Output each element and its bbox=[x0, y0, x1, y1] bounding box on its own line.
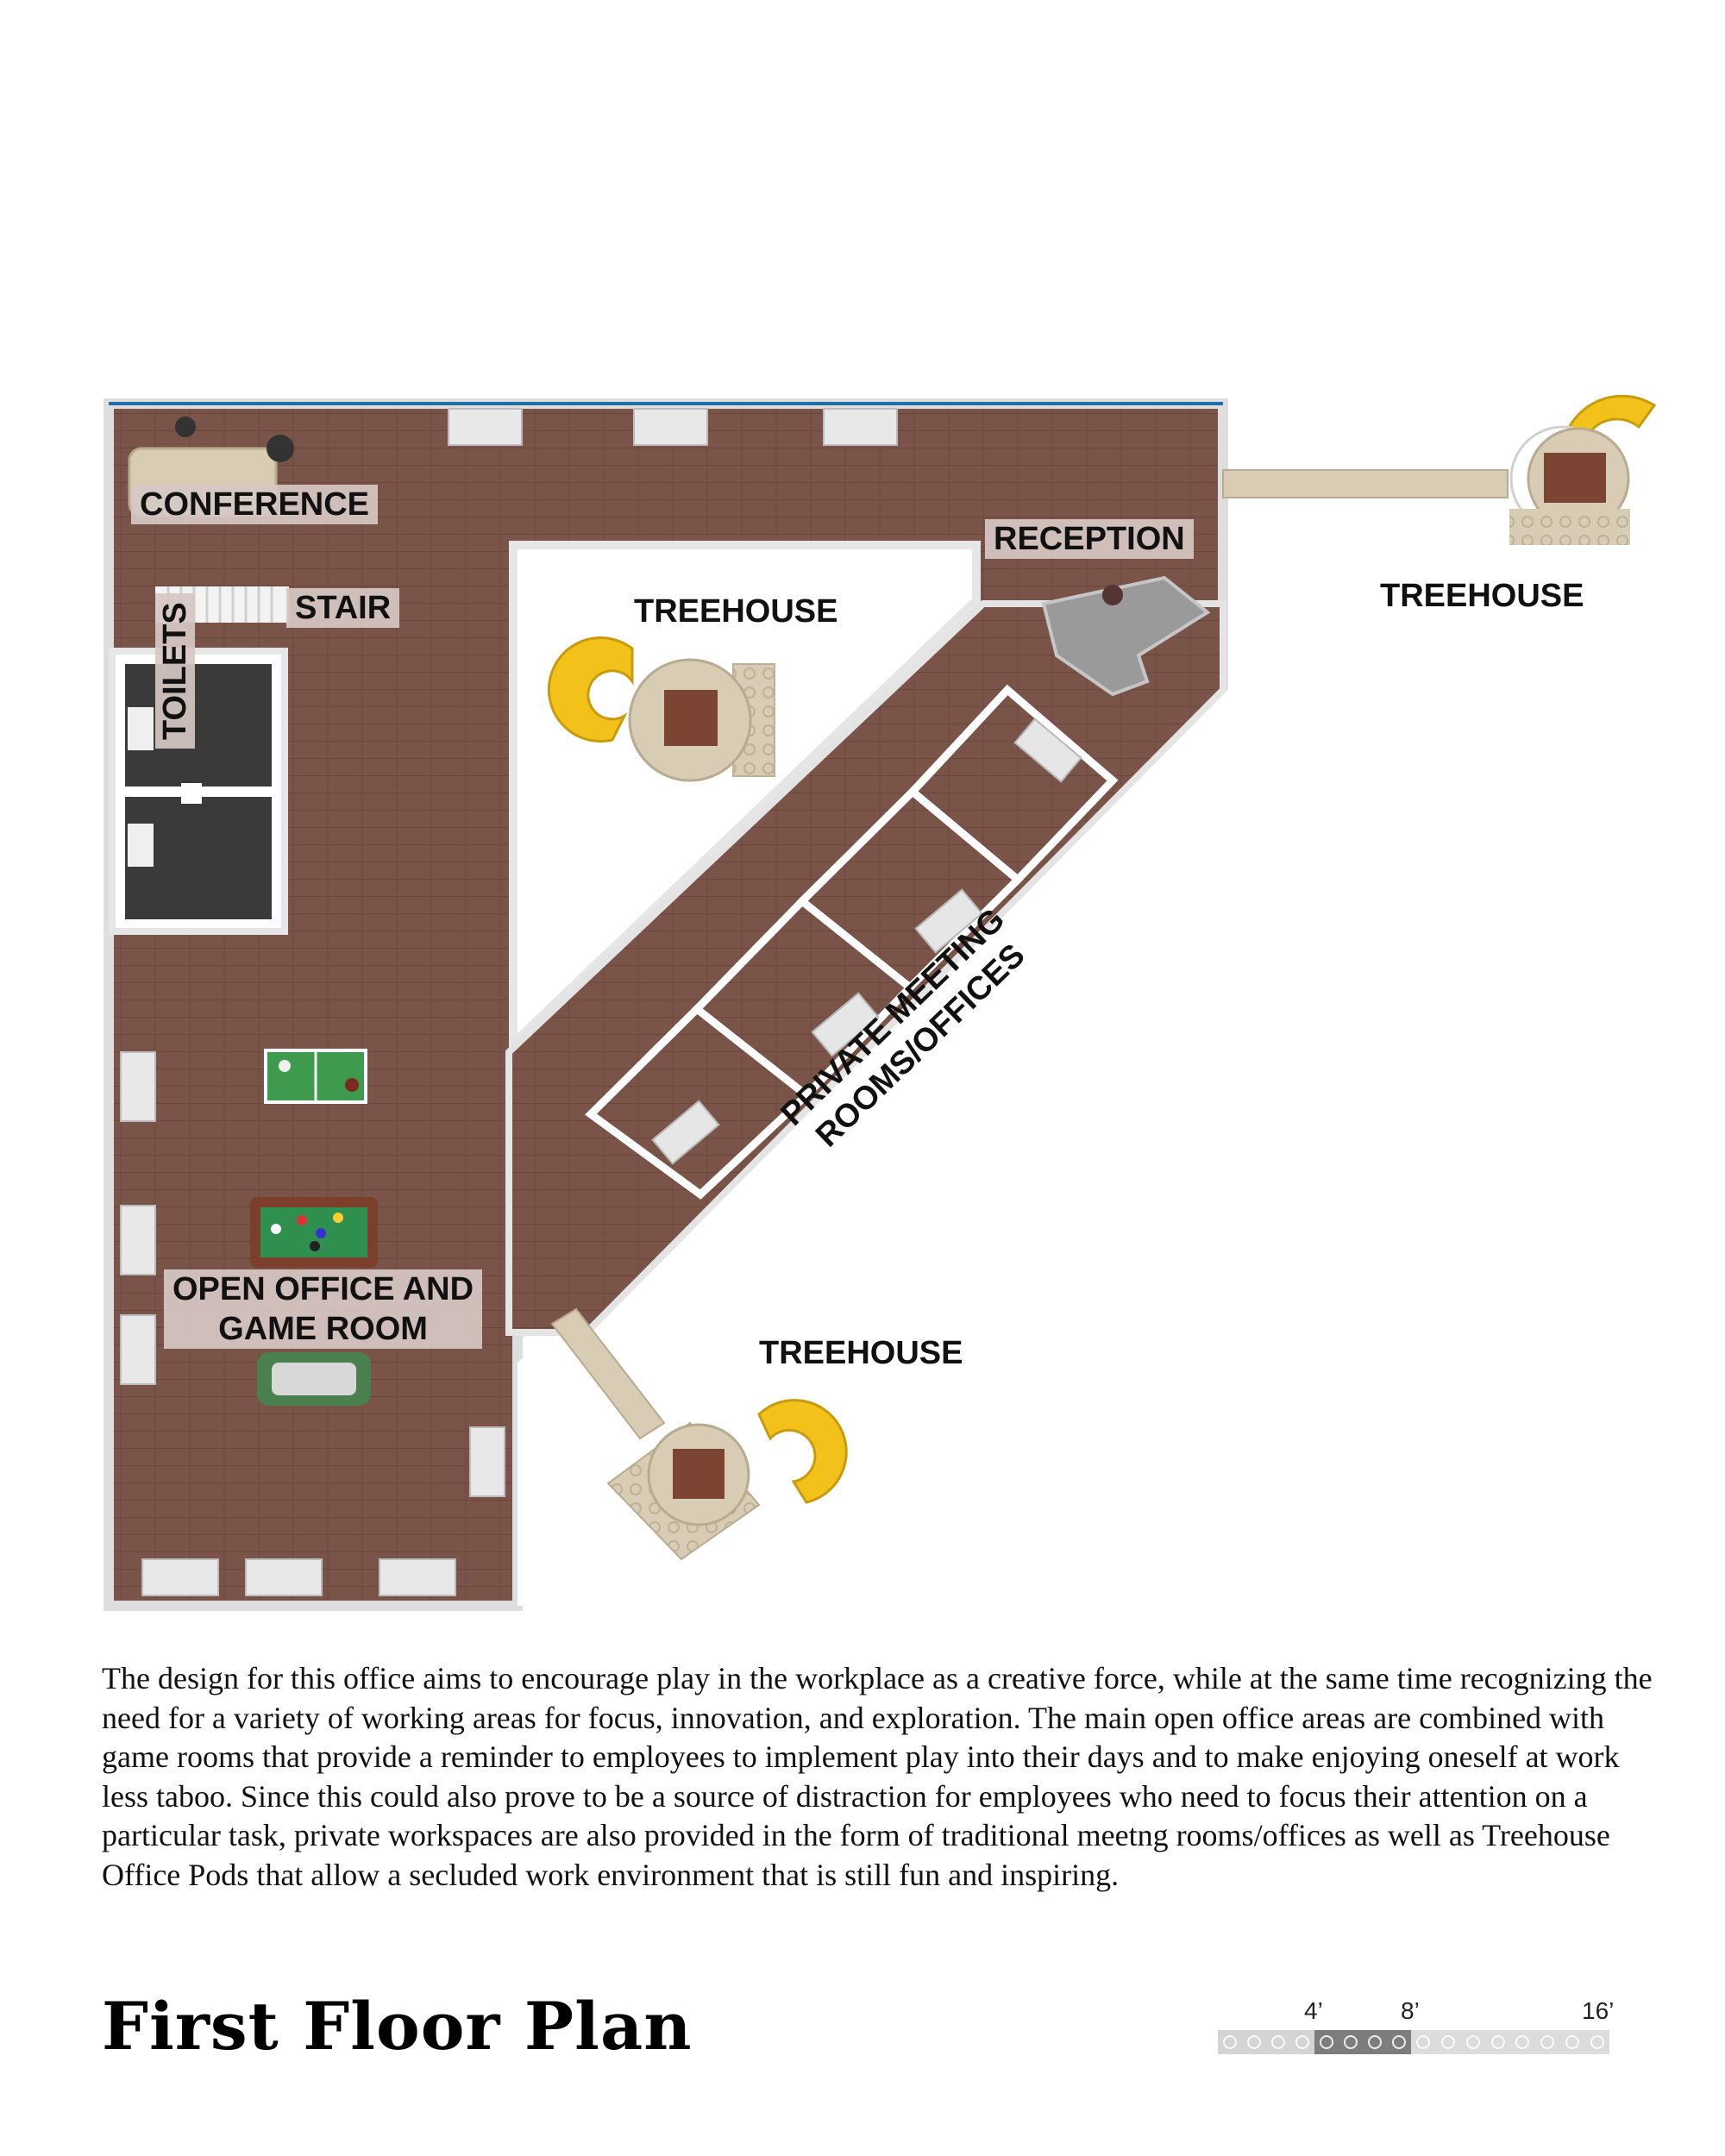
treehouse-pod-right bbox=[1509, 394, 1657, 545]
pool-table bbox=[250, 1197, 378, 1268]
ping-pong-table bbox=[264, 1049, 367, 1104]
treehouse-center-label: TREEHOUSE bbox=[634, 593, 838, 630]
building-floor bbox=[104, 398, 1228, 1611]
top-wall-desks bbox=[448, 408, 898, 446]
scale-mark-4: 4’ bbox=[1304, 1997, 1323, 2024]
treehouse-pod-center bbox=[547, 636, 775, 782]
scale-bar: 4’ 8’ 16’ bbox=[1218, 1997, 1615, 2059]
treehouse-pod-bottom bbox=[606, 1399, 848, 1561]
page-title: First Floor Plan bbox=[102, 1988, 693, 2065]
toilets-label: TOILETS bbox=[155, 593, 195, 749]
lounge-sofa bbox=[257, 1352, 371, 1406]
stair-label: STAIR bbox=[286, 588, 400, 628]
open-office-label: OPEN OFFICE AND GAME ROOM bbox=[164, 1269, 483, 1349]
design-description: The design for this office aims to encou… bbox=[102, 1661, 1653, 1892]
scale-track bbox=[1218, 2030, 1609, 2054]
private-meeting-rooms bbox=[585, 684, 1119, 1200]
treehouse-right-label: TREEHOUSE bbox=[1380, 578, 1584, 614]
bridge-right bbox=[1222, 469, 1509, 498]
scale-segment-light-long bbox=[1411, 2030, 1609, 2054]
scale-mark-16: 16’ bbox=[1582, 1997, 1615, 2024]
conference-label: CONFERENCE bbox=[131, 485, 379, 524]
bottom-wall-desks bbox=[141, 1558, 456, 1596]
treehouse-bottom-label: TREEHOUSE bbox=[759, 1335, 963, 1371]
reception-label: RECEPTION bbox=[985, 519, 1194, 559]
open-office-label-line1: OPEN OFFICE AND bbox=[172, 1271, 474, 1307]
scale-segment-light bbox=[1218, 2030, 1314, 2054]
scale-mark-8: 8’ bbox=[1401, 1997, 1420, 2024]
bridge-bottom bbox=[550, 1307, 666, 1440]
left-wall-desks bbox=[120, 1051, 505, 1497]
meeting-room-desks bbox=[651, 718, 1082, 1165]
floor-plan bbox=[104, 394, 1657, 1611]
open-office-label-line2: GAME ROOM bbox=[218, 1311, 428, 1347]
toilets-block bbox=[109, 648, 288, 935]
reception-desk bbox=[1041, 575, 1211, 697]
scale-segment-dark bbox=[1314, 2030, 1411, 2054]
